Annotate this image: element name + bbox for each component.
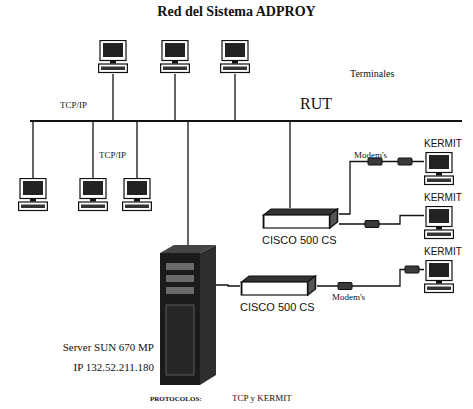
server-name: Server SUN 670 MP xyxy=(63,341,154,354)
router-front xyxy=(264,215,330,228)
router-front xyxy=(242,282,308,295)
bus-drop xyxy=(32,121,33,178)
network-label: RUT xyxy=(300,95,332,113)
device-label: CISCO 500 CS xyxy=(262,234,337,247)
modem-symbol xyxy=(365,221,379,228)
terminal-icon xyxy=(424,206,454,240)
network-link xyxy=(339,216,424,225)
terminal-label: KERMIT xyxy=(424,246,462,258)
terminal-node: KERMIT xyxy=(424,192,462,240)
bus-drop xyxy=(112,74,113,121)
router-device xyxy=(262,208,339,230)
router-node: CISCO 500 CS xyxy=(240,275,317,314)
network-label: TCP/IP xyxy=(60,100,87,110)
router-node: CISCO 500 CS xyxy=(262,208,339,247)
modem-symbol xyxy=(405,266,419,273)
ip-address: IP 132.52.211.180 xyxy=(74,361,154,374)
terminal-icon-body xyxy=(425,260,454,292)
terminal-icon xyxy=(19,179,48,211)
network-link xyxy=(216,285,240,286)
server-front xyxy=(160,253,200,385)
modem-symbol xyxy=(338,283,352,290)
terminal-label: KERMIT xyxy=(424,138,462,150)
terminal-node: KERMIT xyxy=(424,138,462,186)
router-top xyxy=(242,276,316,282)
bus-drop xyxy=(187,121,188,245)
terminal-icon xyxy=(123,179,152,211)
network-label: TCP y KERMIT xyxy=(232,393,292,403)
terminal-label: KERMIT xyxy=(424,192,462,204)
network-link xyxy=(339,162,424,215)
drive-bay xyxy=(166,275,194,282)
server-node: Server SUN 670 MPIP 132.52.211.180 xyxy=(160,245,216,385)
network-bus xyxy=(30,120,462,122)
server-side xyxy=(200,245,216,385)
terminal-node: KERMIT xyxy=(424,246,462,294)
router-side xyxy=(308,276,316,295)
server-panel xyxy=(166,305,194,375)
router-top xyxy=(264,209,338,215)
router-side xyxy=(330,209,338,228)
modem-symbol xyxy=(398,158,412,165)
bus-drop xyxy=(136,121,137,178)
drive-bay xyxy=(166,263,194,270)
network-label: Modem's xyxy=(354,150,387,160)
terminal-icon-body xyxy=(425,206,454,238)
network-label: TCP/IP xyxy=(99,150,126,160)
diagram-title: Red del Sistema ADPROY xyxy=(0,4,473,20)
bus-drop xyxy=(174,74,175,121)
server-tower xyxy=(160,245,216,385)
terminal-icon xyxy=(424,260,454,294)
network-label: Modem's xyxy=(332,292,365,302)
terminal-icon-body xyxy=(425,152,454,184)
network-label: Terminales xyxy=(350,68,394,80)
network-label: PROTOCOLOS: xyxy=(150,395,202,403)
terminal-icon xyxy=(424,152,454,186)
drive-bay xyxy=(166,287,194,294)
terminal-icon xyxy=(79,179,108,211)
router-device xyxy=(240,275,317,297)
device-label: CISCO 500 CS xyxy=(240,301,315,314)
terminal-icon xyxy=(221,41,250,73)
terminal-icon xyxy=(161,41,190,73)
bus-drop xyxy=(92,121,93,178)
bus-drop xyxy=(234,74,235,121)
bus-drop xyxy=(289,121,290,208)
terminal-icon xyxy=(99,41,128,73)
